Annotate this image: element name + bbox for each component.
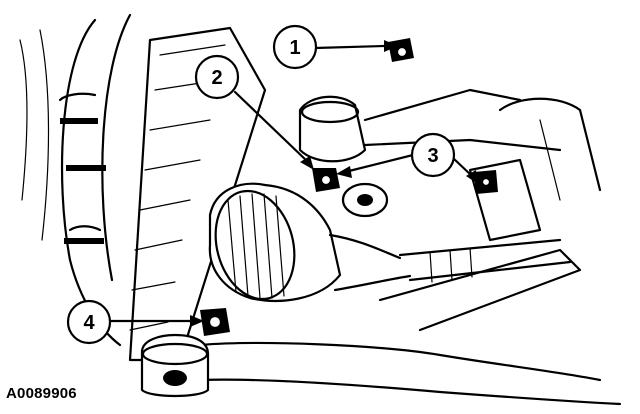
lower-control-arm xyxy=(198,248,622,406)
stabilizer-link-nut xyxy=(474,170,498,194)
leader-lines xyxy=(108,40,478,327)
callout-1: 1 xyxy=(272,24,318,70)
callout-3-number: 3 xyxy=(427,145,438,167)
half-shaft xyxy=(398,238,572,283)
ball-joint-bushing xyxy=(140,333,210,398)
ball-joint-nut xyxy=(312,168,340,192)
stabilizer-link xyxy=(468,97,602,242)
callout-4-number: 4 xyxy=(83,312,95,334)
callout-2: 2 xyxy=(194,54,240,100)
steering-knuckle xyxy=(298,88,562,218)
upper-bracket-bolt xyxy=(388,38,414,62)
callout-1-number: 1 xyxy=(289,37,300,59)
lower-arm-bolt xyxy=(200,308,230,336)
cv-joint xyxy=(208,182,412,302)
callout-2-number: 2 xyxy=(211,67,222,89)
figure-id-label: A0089906 xyxy=(6,385,77,402)
callout-3: 3 xyxy=(410,132,456,178)
callout-4: 4 xyxy=(66,299,112,345)
brake-disc xyxy=(19,13,132,347)
